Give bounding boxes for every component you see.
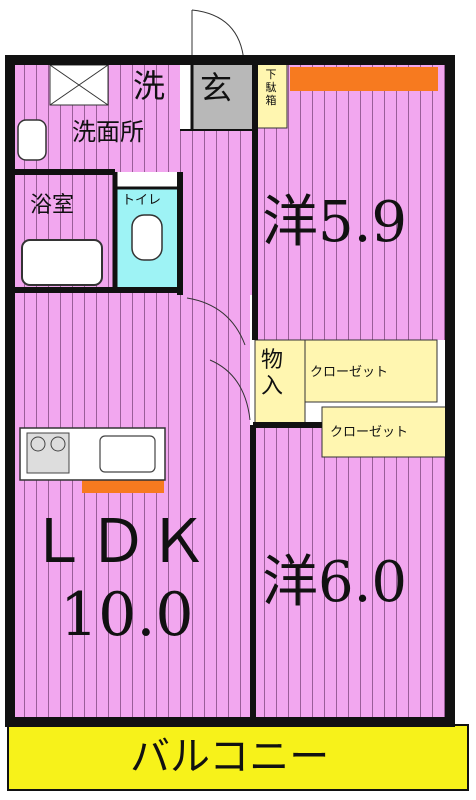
stove-icon [26, 432, 70, 474]
wash-label: 洗 [133, 67, 166, 105]
closet-north-box [304, 339, 438, 403]
toilet-icon [131, 214, 163, 261]
shoe-box-label: 下駄箱 [265, 68, 277, 108]
entrance-label: 玄 [200, 69, 233, 107]
ldk-door-arc [209, 359, 251, 421]
hall-door-arc [186, 297, 246, 346]
toilet-label: トイレ [122, 193, 162, 208]
washroom-label: 洗面所 [72, 118, 144, 146]
bathtub-icon [21, 239, 103, 286]
western-room-north-label: 洋5.9 [262, 190, 408, 255]
orange-strip-kitchen [82, 478, 164, 493]
washbasin-icon [17, 119, 47, 161]
storage-label: 物入 [261, 348, 284, 400]
burner-right-icon [50, 436, 66, 452]
shoe-box [254, 61, 288, 129]
walls [5, 55, 455, 727]
storage-box [254, 339, 306, 426]
closet-north-label: クローゼット [310, 365, 389, 380]
hallway-floor [180, 130, 255, 295]
front-door-arc [191, 9, 245, 63]
western-room-south-floor [255, 425, 450, 720]
closet-south-box [321, 406, 451, 458]
entrance-floor [192, 62, 255, 130]
western-room-south-label: 洋6.0 [262, 550, 408, 615]
bath-label: 浴室 [30, 193, 75, 218]
ldk-size-label: 10.0 [60, 580, 194, 650]
kitchen-sink-icon [99, 435, 156, 473]
balcony-label: バルコニー [130, 734, 330, 780]
orange-strip-north [290, 67, 438, 91]
ldk-floor [10, 290, 250, 720]
ldk-label: ＬＤＫ [28, 507, 208, 577]
burner-left-icon [30, 436, 46, 452]
closet-south-label: クローゼット [330, 425, 409, 440]
